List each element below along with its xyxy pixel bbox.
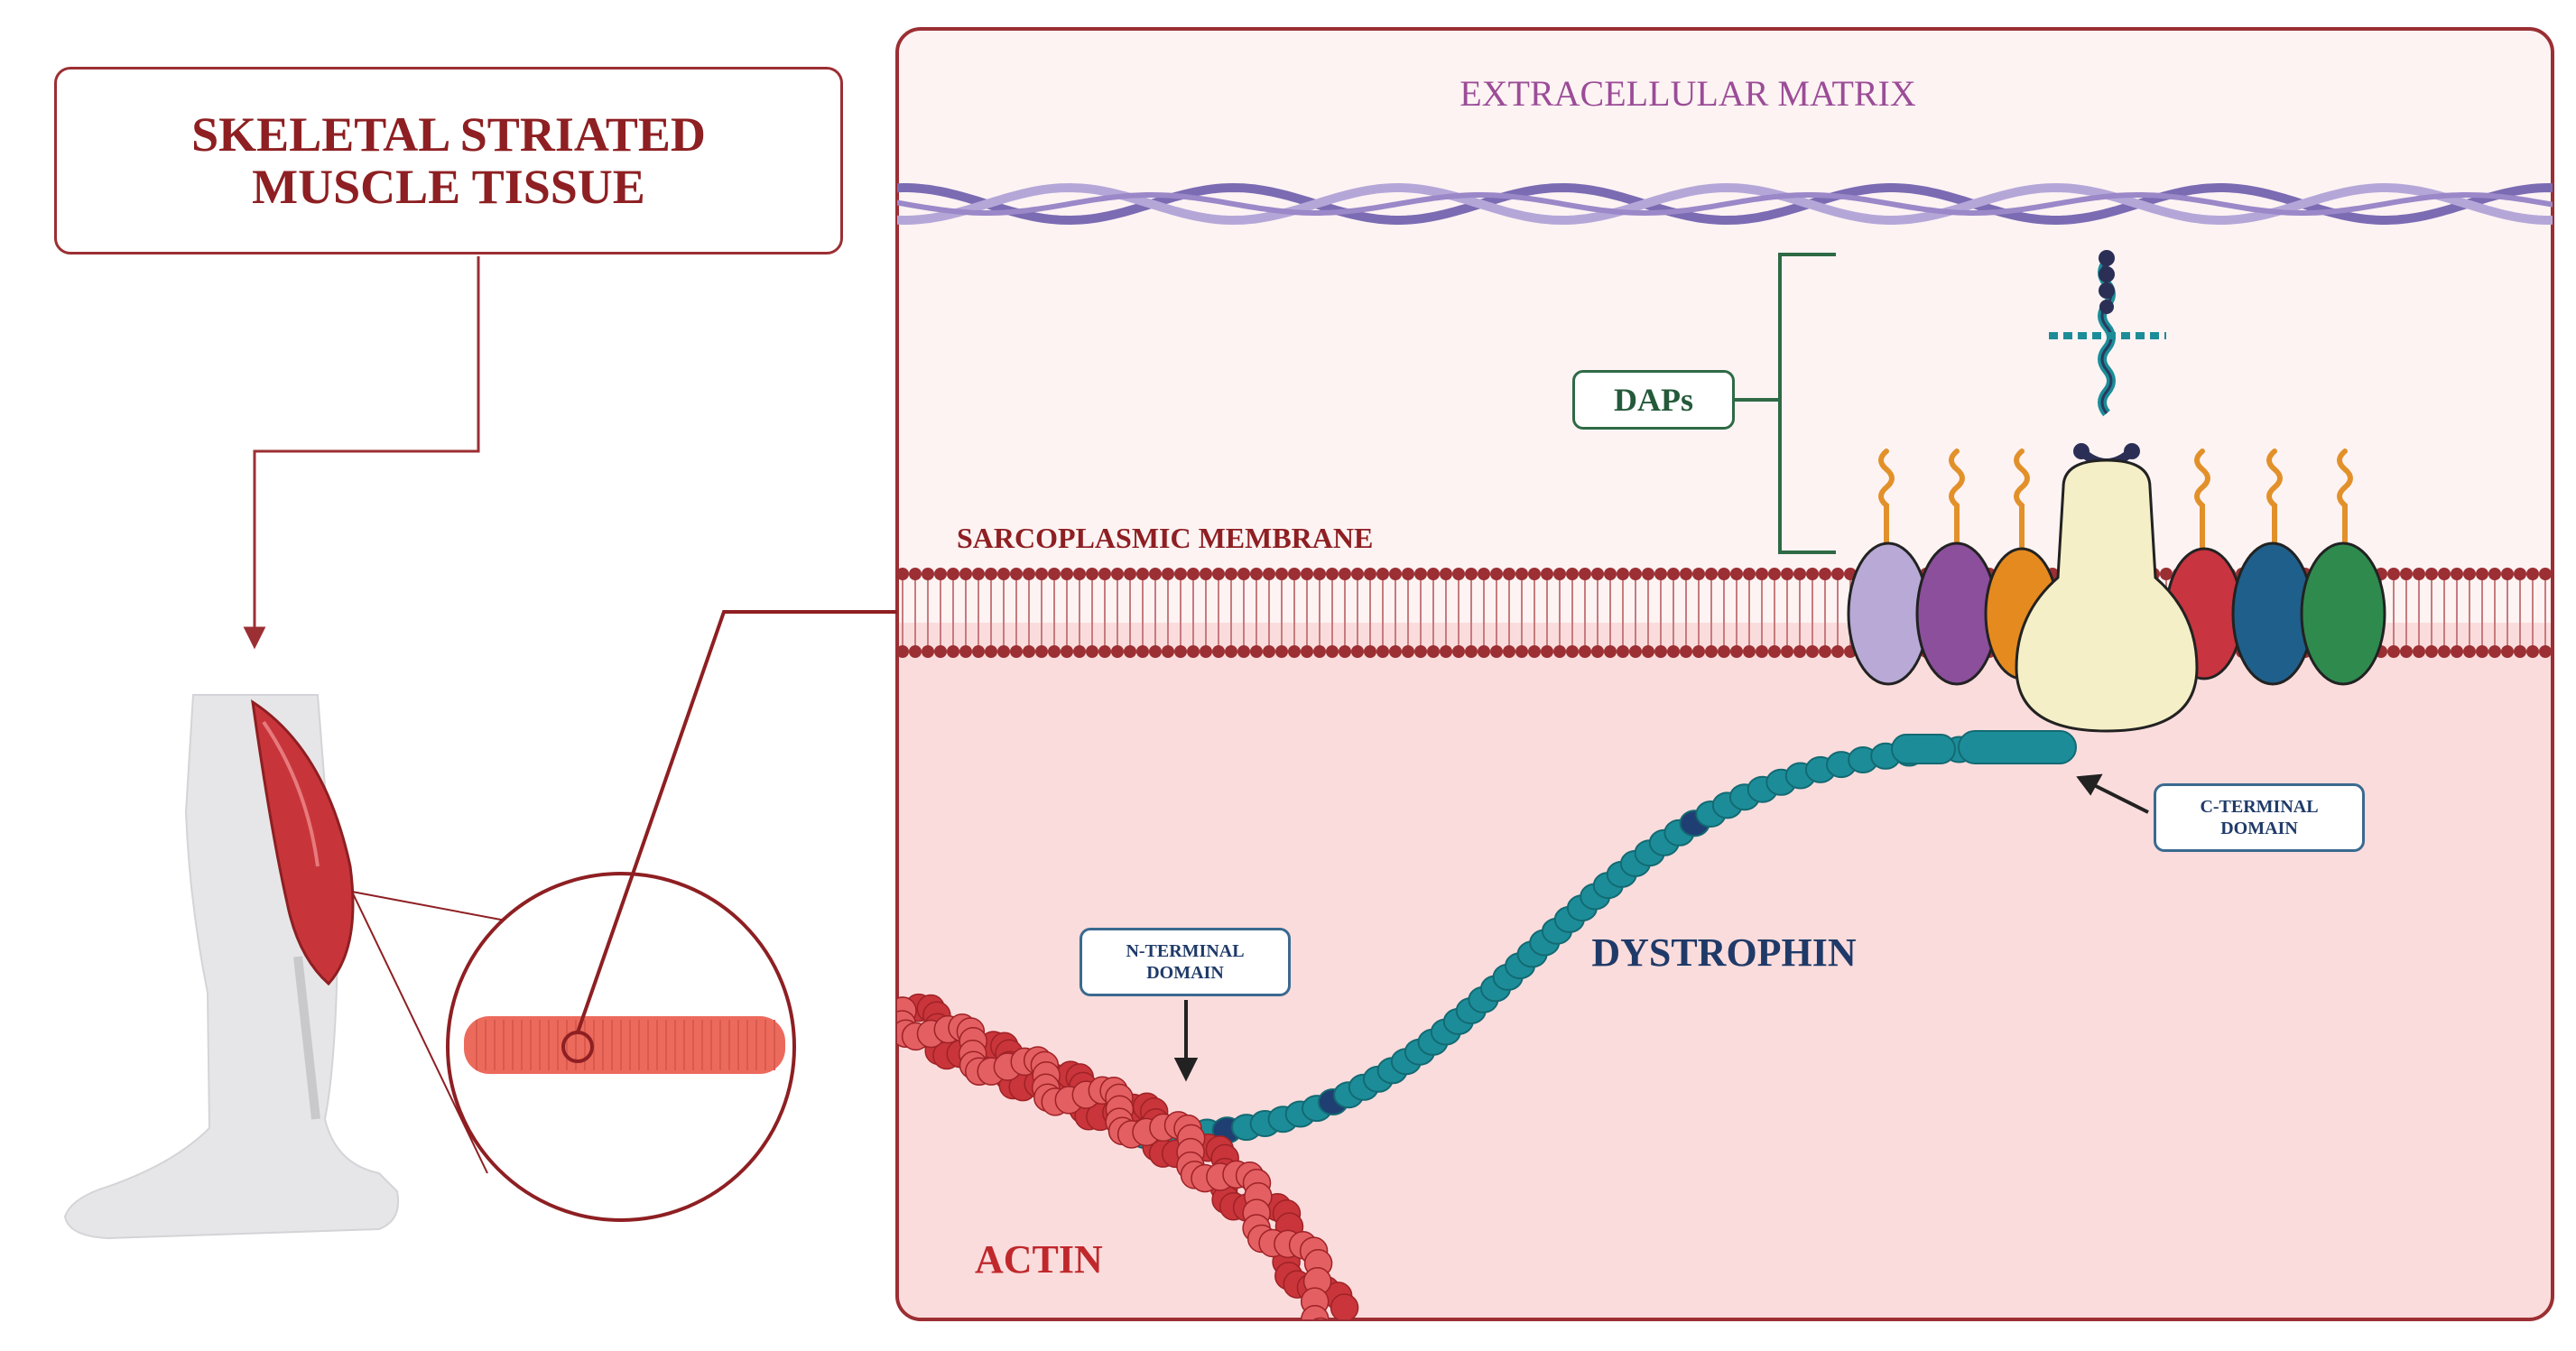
label-daps: DAPs xyxy=(1572,370,1735,430)
extracellular-matrix-fibers xyxy=(897,182,2553,226)
n-terminal-line-1: N-TERMINAL xyxy=(1126,941,1245,961)
daps-bracket xyxy=(1735,253,1836,554)
sarcoglycan-complex xyxy=(2015,458,2199,733)
title-text: SKELETAL STRIATED MUSCLE TISSUE xyxy=(191,108,706,213)
label-actin: ACTIN xyxy=(975,1237,1103,1282)
c-terminal-line-1: C-TERMINAL xyxy=(2200,797,2319,817)
leg-illustration xyxy=(63,694,399,1240)
muscle-fiber xyxy=(464,1016,785,1074)
label-sarcoplasmic-membrane: SARCOPLASMIC MEMBRANE xyxy=(957,522,1374,554)
zoom-callout xyxy=(351,610,897,1222)
title-line-2: MUSCLE TISSUE xyxy=(252,160,645,214)
label-n-terminal-domain: N-TERMINAL DOMAIN xyxy=(1080,928,1291,996)
title-line-1: SKELETAL STRIATED xyxy=(191,107,706,162)
dap-complex xyxy=(1847,250,2386,733)
actin-filament xyxy=(897,993,1359,1319)
label-extracellular-matrix: EXTRACELLULAR MATRIX xyxy=(1459,73,1916,114)
calf-muscle xyxy=(251,699,355,986)
label-c-terminal-domain: C-TERMINAL DOMAIN xyxy=(2154,783,2365,852)
dystrophin-chain xyxy=(1129,730,2077,1149)
title-box: SKELETAL STRIATED MUSCLE TISSUE xyxy=(54,67,843,254)
arrows xyxy=(1173,773,2149,1082)
n-terminal-line-2: DOMAIN xyxy=(1146,963,1224,983)
c-terminal-line-2: DOMAIN xyxy=(2220,819,2298,838)
title-connector xyxy=(243,256,480,650)
label-dystrophin: DYSTROPHIN xyxy=(1591,930,1857,975)
